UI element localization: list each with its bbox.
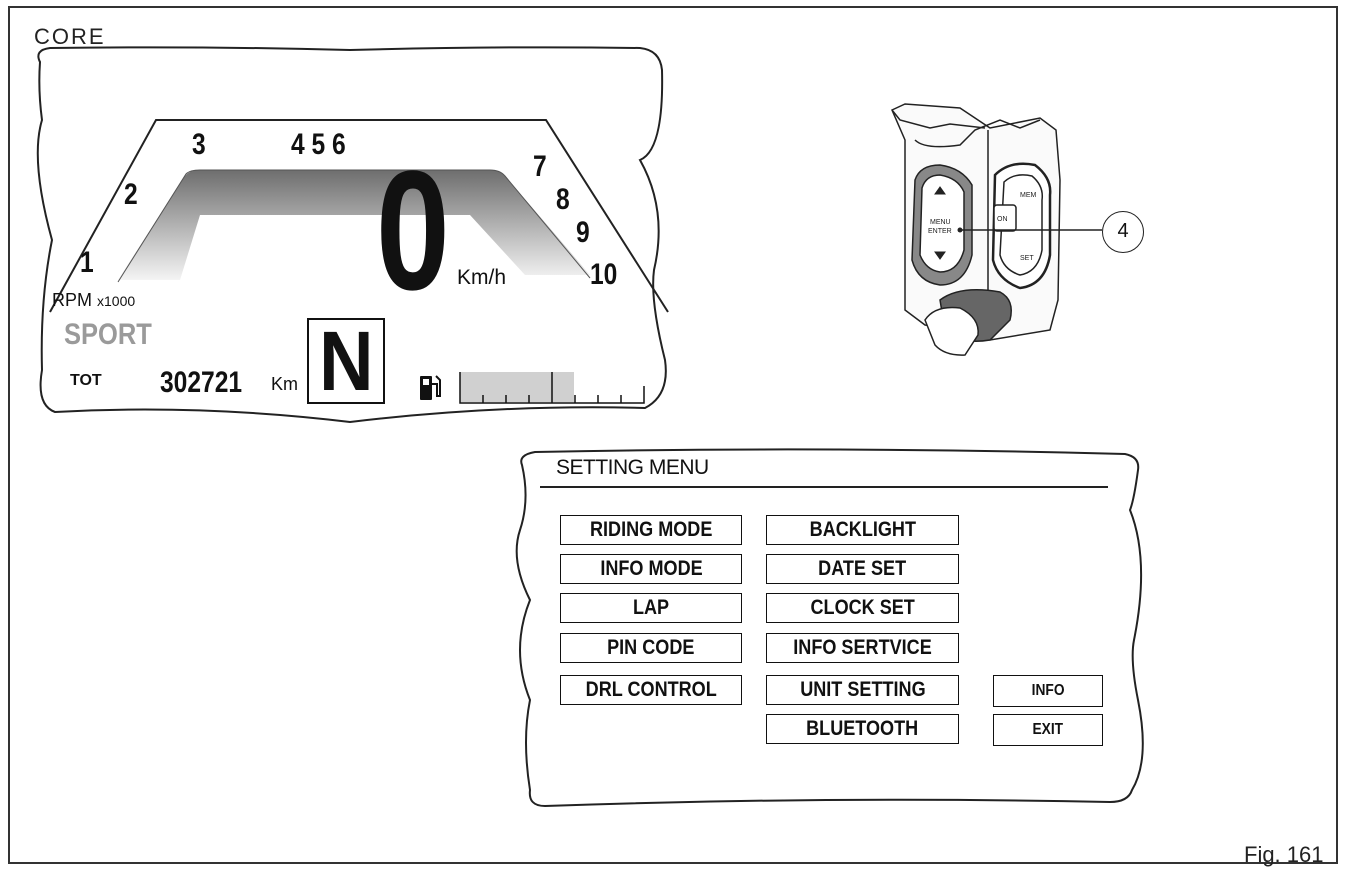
core-label: CORE [34, 24, 106, 49]
menu-item-unit-setting[interactable]: UNIT SETTING [766, 675, 959, 705]
rpm-tick-1: 1 [80, 246, 94, 279]
odometer-label: TOT [70, 372, 102, 389]
rpm-tick-456: 4 5 6 [291, 128, 346, 161]
rpm-tick-9: 9 [576, 216, 590, 249]
rpm-tick-8: 8 [556, 183, 570, 216]
rpm-tick-2: 2 [124, 178, 138, 211]
menu-item-bluetooth[interactable]: BLUETOOTH [766, 714, 959, 744]
setting-menu-title: SETTING MENU [556, 456, 709, 479]
svg-text:ON: ON [997, 216, 1008, 223]
menu-item-date-set[interactable]: DATE SET [766, 554, 959, 584]
menu-item-drl-control[interactable]: DRL CONTROL [560, 675, 742, 705]
callout-4: 4 [1102, 211, 1144, 253]
info-button[interactable]: INFO [993, 675, 1103, 707]
menu-item-lap[interactable]: LAP [560, 593, 742, 623]
exit-button[interactable]: EXIT [993, 714, 1103, 746]
menu-item-backlight[interactable]: BACKLIGHT [766, 515, 959, 545]
rpm-tick-3: 3 [192, 128, 206, 161]
setting-menu-outline [515, 448, 1144, 808]
fuel-bar-fill [460, 372, 574, 402]
gear-value: N [318, 314, 374, 408]
tacho-frame [49, 119, 669, 313]
svg-text:MENU: MENU [930, 219, 951, 226]
menu-item-riding-mode[interactable]: RIDING MODE [560, 515, 742, 545]
figure-caption: Fig. 161 [1244, 842, 1324, 867]
rpm-tick-10: 10 [590, 258, 618, 291]
svg-text:SET: SET [1020, 255, 1034, 262]
menu-item-info-service[interactable]: INFO SERTVICE [766, 633, 959, 663]
rpm-tick-7: 7 [533, 150, 547, 183]
speed-readout: 0 [376, 136, 450, 326]
menu-arrows [934, 186, 946, 260]
svg-text:ENTER: ENTER [928, 228, 952, 235]
gear-indicator: N [307, 318, 385, 404]
rpm-unit: RPM [52, 290, 92, 310]
svg-text:MEM: MEM [1020, 192, 1037, 199]
handlebar-switch-drawing [891, 103, 1061, 356]
riding-mode-indicator: SPORT [64, 318, 152, 351]
menu-item-info-mode[interactable]: INFO MODE [560, 554, 742, 584]
speed-unit: Km/h [457, 266, 507, 289]
menu-item-pin-code[interactable]: PIN CODE [560, 633, 742, 663]
dashboard-outline [36, 46, 667, 424]
figure-frame [8, 6, 1338, 864]
tacho-arc [118, 170, 590, 280]
rpm-unit-label: RPM x1000 [52, 290, 135, 311]
odometer-unit: Km [271, 374, 298, 394]
odometer-value: 302721 [160, 366, 243, 399]
menu-item-clock-set[interactable]: CLOCK SET [766, 593, 959, 623]
fuel-pump-icon [420, 375, 441, 400]
rpm-multiplier: x1000 [97, 293, 136, 309]
